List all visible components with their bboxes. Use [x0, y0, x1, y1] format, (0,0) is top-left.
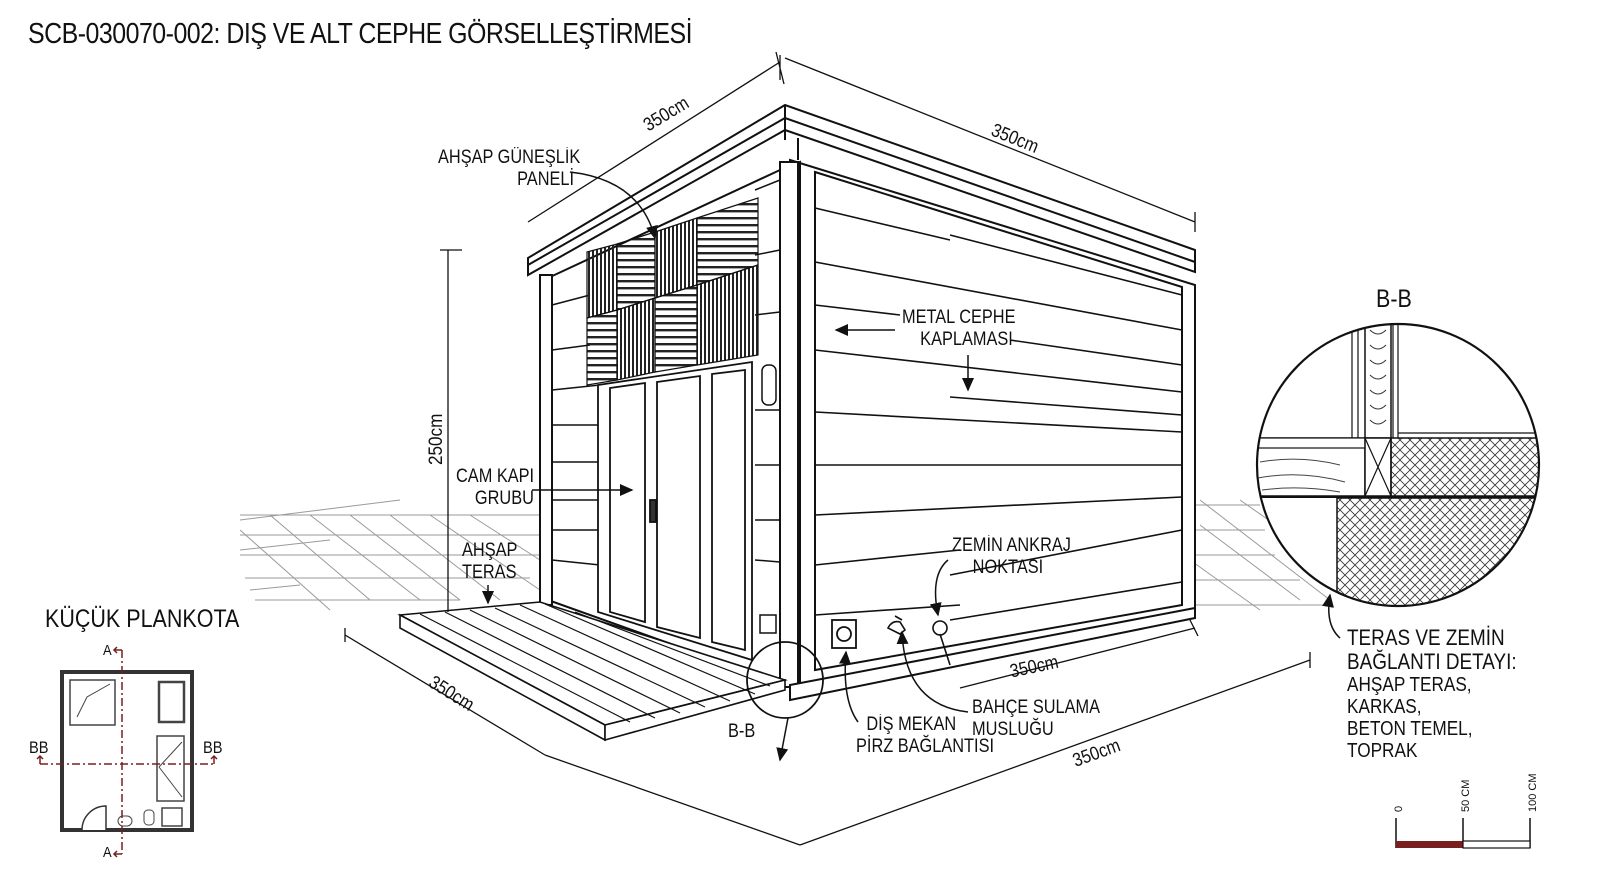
callout-sunshade-line1: AHŞAP GÜNEŞLİK	[438, 147, 581, 168]
window	[157, 680, 186, 724]
small-socket-icon	[759, 614, 777, 634]
scale-bar	[1395, 818, 1531, 849]
callout-cladding-line1: METAL CEPHE	[902, 307, 1016, 328]
wooden-sunshade-panel	[586, 197, 759, 386]
callout-terrace-line2: TERAS	[462, 562, 517, 583]
leader-arrows	[482, 171, 1341, 723]
detail-item-1: AHŞAP TERAS,	[1347, 674, 1472, 696]
dim-height: 250cm	[426, 413, 447, 465]
callout-sunshade: AHŞAP GÜNEŞLİK PANELİ	[438, 147, 580, 191]
callout-tap: BAHÇE SULAMA MUSLUĞU	[972, 697, 1100, 741]
callout-socket-line1: DİŞ MEKAN	[866, 714, 957, 735]
scale-segment-filled	[1396, 841, 1463, 848]
callout-door-line1: CAM KAPI	[456, 466, 535, 487]
callout-tap-line2: MUSLUĞU	[972, 719, 1054, 740]
detail-caption-line1: TERAS VE ZEMİN	[1347, 625, 1505, 650]
scale-tick-0: 0	[1393, 805, 1405, 812]
wooden-terrace	[397, 601, 788, 742]
bb-detail-section	[1257, 324, 1539, 606]
callout-anchor-line1: ZEMİN ANKRAJ	[952, 535, 1071, 556]
section-marker-label: B-B	[728, 721, 756, 742]
door-handle	[649, 499, 657, 523]
callout-terrace-line1: AHŞAP	[462, 540, 518, 561]
callout-anchor: ZEMİN ANKRAJ NOKTASI	[952, 535, 1071, 579]
detail-caption-line2: BAĞLANTI DETAYI:	[1347, 649, 1517, 674]
callout-anchor-line2: NOKTASI	[972, 557, 1044, 578]
base-plinth	[789, 606, 1196, 702]
ground-grid	[239, 499, 1341, 611]
detail-item-2: KARKAS,	[1347, 696, 1422, 718]
plan-title: KÜÇÜK PLANKOTA	[45, 605, 240, 633]
scale-segment-empty	[1462, 840, 1531, 849]
plan-section-bb-left: BB	[29, 738, 49, 757]
front-wall-lines	[551, 179, 781, 566]
dimension-lines	[344, 51, 1311, 846]
section-bb-marker-circle	[746, 641, 824, 719]
shower-tray	[69, 679, 116, 726]
detail-title: B-B	[1376, 285, 1412, 313]
scale-tick-100: 100 CM	[1527, 773, 1539, 812]
callout-cladding-line2: KAPLAMASI	[920, 329, 1013, 350]
bb-detail-circle	[1255, 322, 1541, 608]
detail-caption: TERAS VE ZEMİN BAĞLANTI DETAYI: AHŞAP TE…	[1347, 625, 1517, 763]
callout-terrace: AHŞAP TERAS	[462, 540, 517, 584]
roof	[527, 103, 1196, 277]
drawing-title: SCB-030070-002: DIŞ VE ALT CEPHE GÖRSELL…	[28, 18, 693, 50]
scale-tick-50: 50 CM	[1460, 779, 1472, 812]
callout-socket-line2: PİRZ BAĞLANTISI	[856, 736, 995, 757]
outdoor-socket-icon	[831, 619, 857, 649]
plan-section-a-bottom: A	[103, 844, 112, 861]
callout-sunshade-line2: PANELİ	[517, 169, 575, 190]
glass-door-group	[597, 360, 753, 662]
section-bb-arrow	[776, 717, 789, 762]
detail-item-4: TOPRAK	[1347, 740, 1418, 762]
plan-section-a-top: A	[103, 642, 112, 659]
callout-door-line2: GRUBU	[474, 488, 534, 509]
ground-anchor-icon	[932, 620, 951, 666]
callout-door: CAM KAPI GRUBU	[456, 466, 534, 510]
glass-door-plan	[156, 735, 185, 802]
callout-tap-line1: BAHÇE SULAMA	[972, 697, 1101, 718]
callout-cladding: METAL CEPHE KAPLAMASI	[902, 307, 1016, 351]
wall-lamp-icon	[761, 364, 777, 406]
plan-section-bb-right: BB	[203, 738, 223, 757]
small-floor-plan	[36, 646, 218, 858]
callout-socket: DİŞ MEKAN PİRZ BAĞLANTISI	[856, 714, 994, 758]
door-swing	[81, 805, 107, 831]
detail-item-3: BETON TEMEL,	[1347, 718, 1473, 740]
